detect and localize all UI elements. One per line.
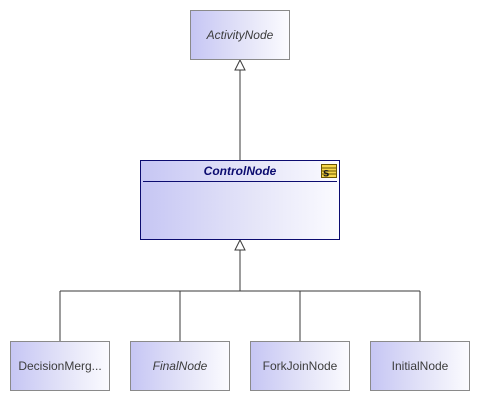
fork-join-node-label: ForkJoinNode xyxy=(262,359,338,373)
generalization-arrowhead-icon xyxy=(234,58,246,71)
final-node[interactable]: FinalNode xyxy=(130,341,230,391)
svg-text:S: S xyxy=(323,170,329,179)
control-node-compartment-divider xyxy=(143,181,337,182)
initial-node-label: InitialNode xyxy=(391,359,449,373)
activity-node-label: ActivityNode xyxy=(206,28,274,42)
generalization-arrowhead-icon xyxy=(234,238,246,251)
activity-node[interactable]: ActivityNode xyxy=(190,10,290,60)
static-class-icon: S xyxy=(321,164,337,178)
final-node-label: FinalNode xyxy=(152,359,208,373)
control-node-label: ControlNode xyxy=(203,164,277,178)
decision-merge-node-label: DecisionMerg... xyxy=(18,359,102,373)
decision-merge-node[interactable]: DecisionMerg... xyxy=(10,341,110,391)
initial-node[interactable]: InitialNode xyxy=(370,341,470,391)
fork-join-node[interactable]: ForkJoinNode xyxy=(250,341,350,391)
control-node-header: ControlNode xyxy=(141,161,339,181)
control-node[interactable]: ControlNode S xyxy=(140,160,340,240)
